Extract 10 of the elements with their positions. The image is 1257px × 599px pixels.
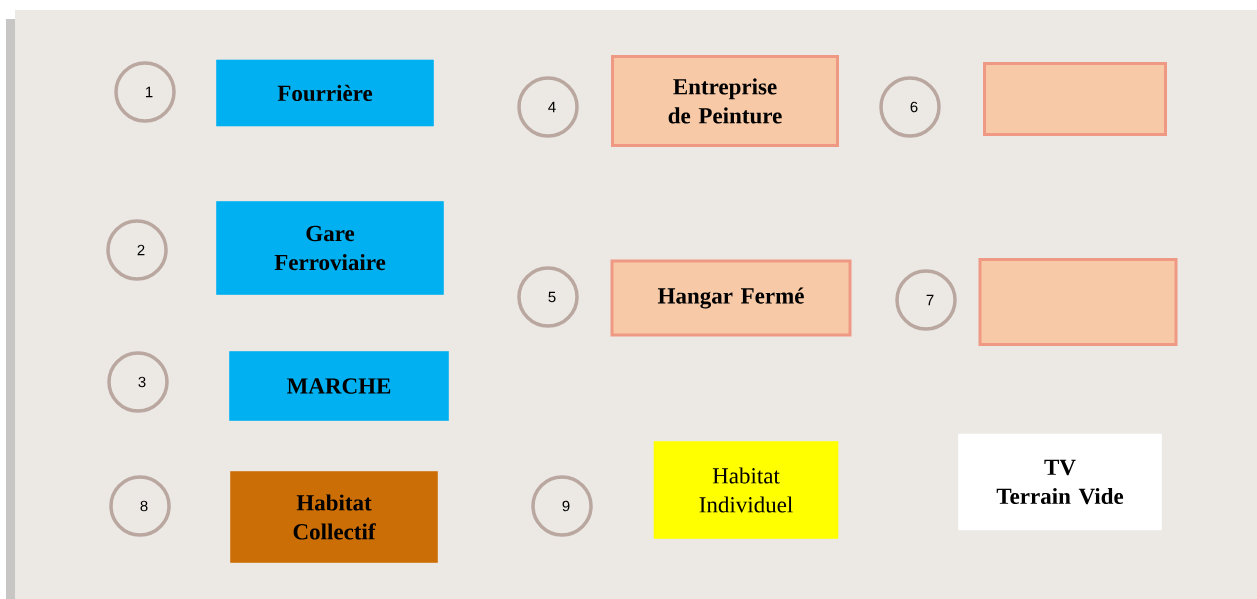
legend-box: Gare Ferroviaire [216, 201, 444, 295]
legend-box: Hangar Fermé [610, 259, 852, 337]
legend-box [978, 258, 1178, 346]
legend-box: Habitat Individuel [653, 441, 839, 539]
legend-box: MARCHE [229, 351, 449, 421]
legend-box: Fourrière [216, 59, 434, 127]
legend-box: Entreprise de Peinture [611, 55, 839, 147]
legend-box: TV Terrain Vide [958, 433, 1162, 531]
legend-box [983, 62, 1167, 136]
legend-box: Habitat Collectif [230, 471, 438, 563]
